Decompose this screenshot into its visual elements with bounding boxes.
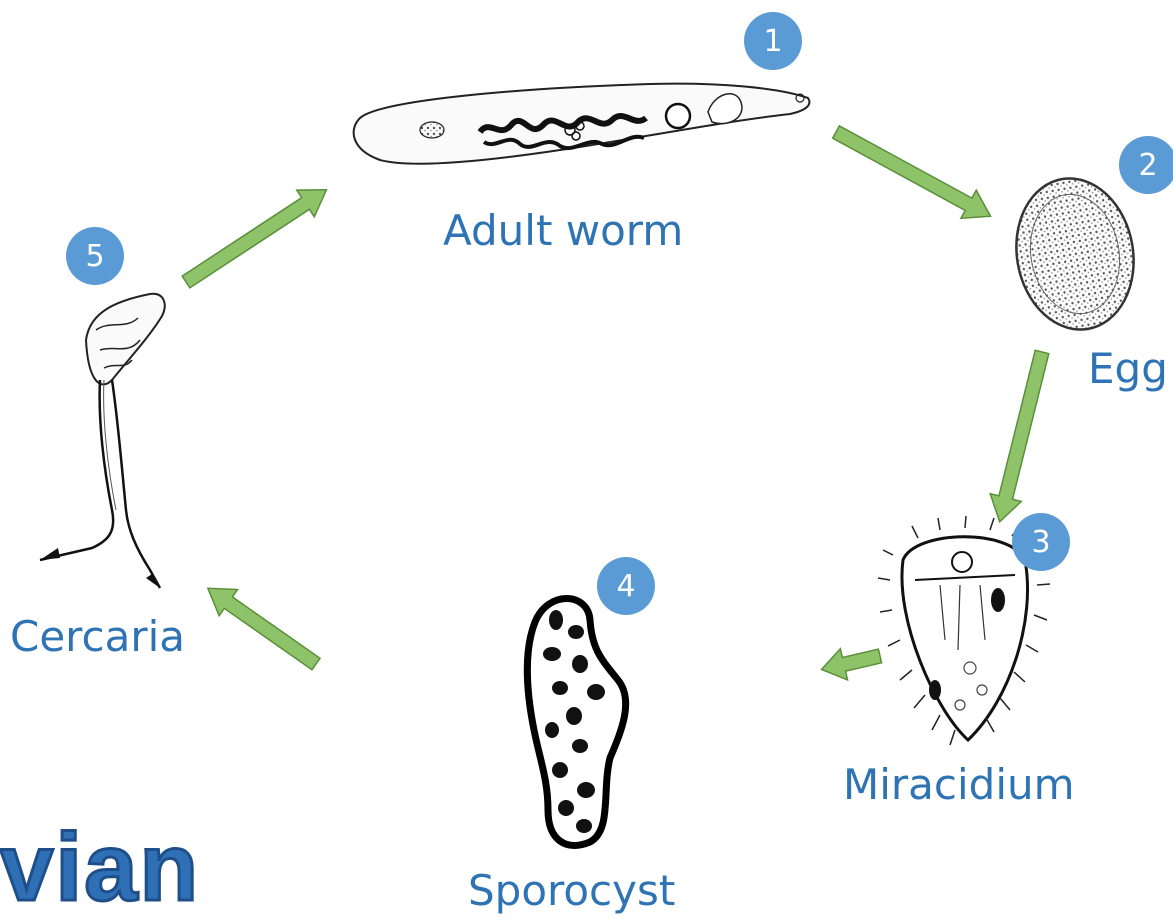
stage-badge-4: 4: [597, 557, 655, 615]
stage-label-sporocyst: Sporocyst: [468, 866, 675, 915]
egg-illustration: [1005, 169, 1146, 339]
cercaria-illustration: [40, 294, 165, 588]
brand-text-fragment: vian: [0, 818, 200, 918]
adult-worm-illustration: [354, 84, 810, 164]
stage-badge-5: 5: [66, 227, 124, 285]
stage-badge-2: 2: [1119, 136, 1173, 194]
sporocyst-illustration: [527, 599, 625, 846]
stage-label-egg: Egg: [1088, 344, 1168, 393]
arrow-4-to-5: [199, 575, 325, 677]
stage-label-cercaria: Cercaria: [10, 612, 185, 661]
stage-label-miracidium: Miracidium: [843, 760, 1075, 809]
stage-label-adult-worm: Adult worm: [443, 206, 683, 255]
arrow-3-to-4: [818, 640, 884, 685]
arrow-1-to-2: [828, 118, 998, 230]
arrow-2-to-3: [984, 348, 1057, 526]
stage-badge-3: 3: [1012, 513, 1070, 571]
stage-badge-1: 1: [744, 12, 802, 70]
arrow-5-to-1: [177, 176, 335, 295]
